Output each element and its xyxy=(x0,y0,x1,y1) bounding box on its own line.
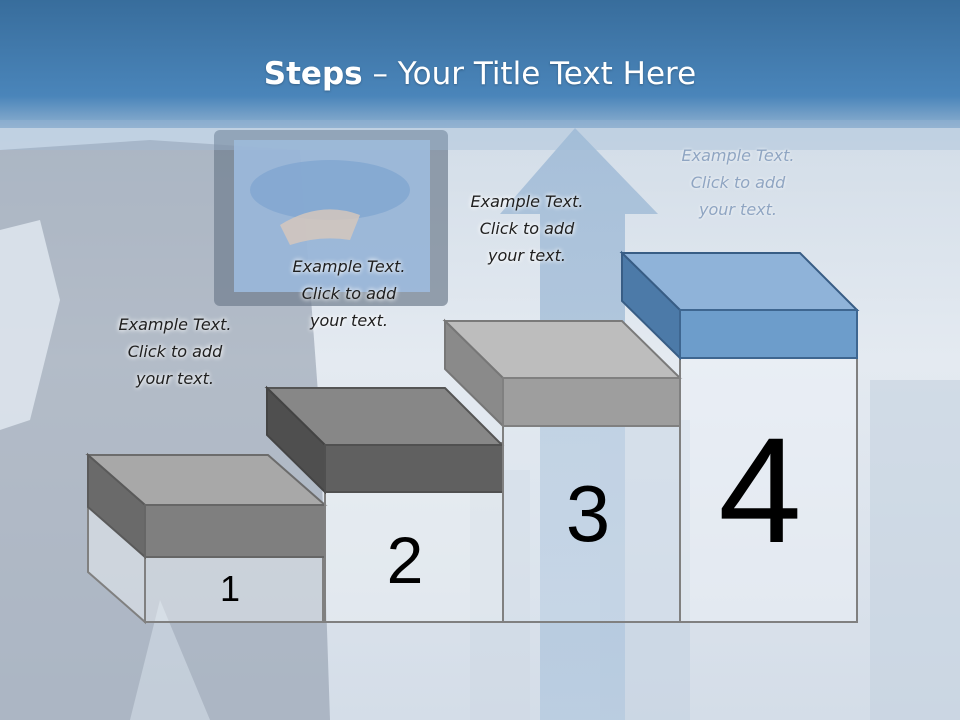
step-2-text-line-1: Example Text. xyxy=(292,257,406,276)
step-4-front xyxy=(679,309,858,359)
step-1-text[interactable]: Example Text. Click to add your text. xyxy=(75,311,275,392)
step-1-text-line-2: Click to add xyxy=(127,342,223,361)
step-4[interactable] xyxy=(619,250,860,623)
step-2-text[interactable]: Example Text. Click to add your text. xyxy=(249,253,449,334)
step-2[interactable] xyxy=(264,385,505,623)
step-3-text-line-2: Click to add xyxy=(479,219,575,238)
slide-title[interactable]: Steps – Your Title Text Here xyxy=(0,56,960,92)
step-4-text-line-3: your text. xyxy=(698,200,777,219)
step-3-front xyxy=(502,377,681,427)
step-1-number[interactable]: 1 xyxy=(219,568,241,609)
step-3[interactable] xyxy=(442,318,683,623)
step-3-number[interactable]: 3 xyxy=(565,469,611,558)
step-4-number[interactable]: 4 xyxy=(718,406,802,574)
step-3-text-line-3: your text. xyxy=(487,246,566,265)
step-3-text[interactable]: Example Text. Click to add your text. xyxy=(427,188,627,269)
step-1-text-line-1: Example Text. xyxy=(118,315,232,334)
step-1-text-line-3: your text. xyxy=(135,369,214,388)
step-4-text-line-2: Click to add xyxy=(690,173,786,192)
step-2-text-line-3: your text. xyxy=(309,311,388,330)
step-2-number[interactable]: 2 xyxy=(386,523,424,597)
step-1[interactable] xyxy=(85,452,328,625)
step-2-text-line-2: Click to add xyxy=(301,284,397,303)
step-2-front xyxy=(324,444,504,493)
step-3-text-line-1: Example Text. xyxy=(470,192,584,211)
title-text: – Your Title Text Here xyxy=(362,56,697,92)
step-1-front xyxy=(144,504,326,558)
title-bold-word: Steps xyxy=(263,56,363,92)
step-4-text[interactable]: Example Text. Click to add your text. xyxy=(638,142,838,223)
step-4-text-line-1: Example Text. xyxy=(681,146,795,165)
